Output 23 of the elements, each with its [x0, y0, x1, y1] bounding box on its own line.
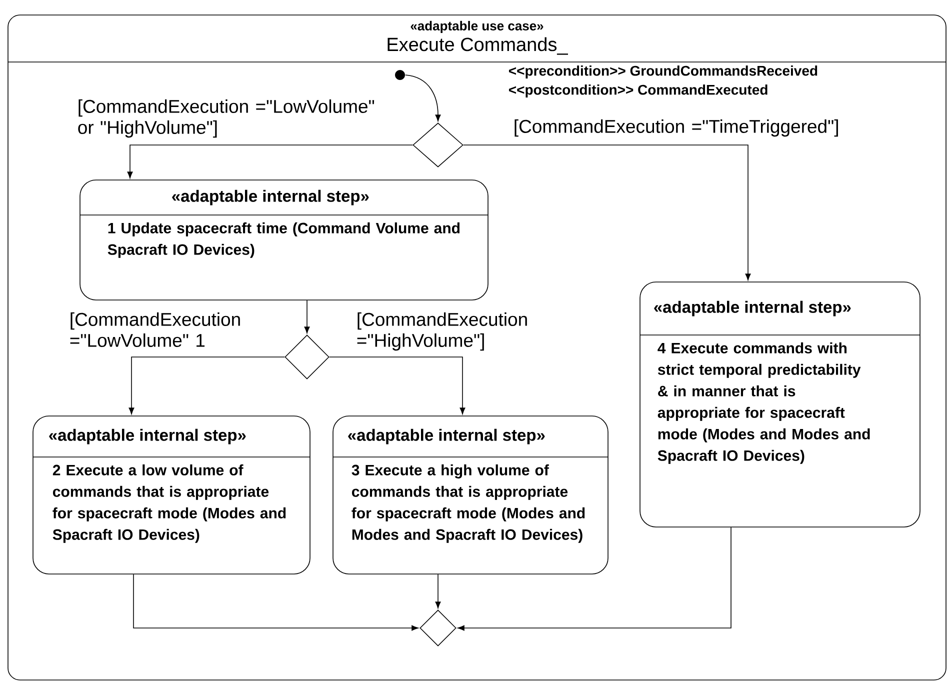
arrow [329, 356, 466, 414]
decision-diamond [412, 122, 464, 168]
action-box: «adaptable internal step» 2 Execute a low volume of commands that is appropriate for spacecraft mode (Modes and Spacraft IO Devices) [32, 416, 310, 574]
arrow [133, 574, 418, 631]
arrow [458, 527, 732, 631]
initial-node [395, 70, 405, 80]
arrow [127, 144, 413, 178]
arrow [405, 74, 441, 122]
condition-note: <<postcondition>> CommandExecuted [508, 84, 768, 98]
guard-label: [CommandExecution ="LowVolume" or "HighVolume"] [78, 99, 374, 138]
arrow [463, 144, 751, 280]
condition-note: <<precondition>> GroundCommandsReceived [508, 65, 818, 79]
arrow [304, 300, 310, 334]
arrow [435, 574, 441, 608]
guard-label: [CommandExecution ="TimeTriggered"] [514, 119, 838, 137]
arrow [128, 356, 285, 414]
action-box: «adaptable internal step» 1 Update spacecraft time (Command Volume and Spacraft IO Devices) [80, 180, 488, 300]
action-box: «adaptable internal step» 4 Execute commands with strict temporal predictability & in manner that is appropriate for spacecraft mode (Modes and Modes and Spacraft IO Devices) [640, 282, 920, 528]
action-box: «adaptable internal step» 3 Execute a high volume of commands that is appropriate for spacecraft mode (Modes and Modes and Spacraft IO Devices) [332, 416, 608, 574]
guard-label: [CommandExecution ="HighVolume"] [357, 312, 527, 351]
decision-diamond [420, 610, 456, 646]
decision-diamond [284, 334, 330, 380]
guard-label: [CommandExecution ="LowVolume" 1 [70, 312, 240, 347]
